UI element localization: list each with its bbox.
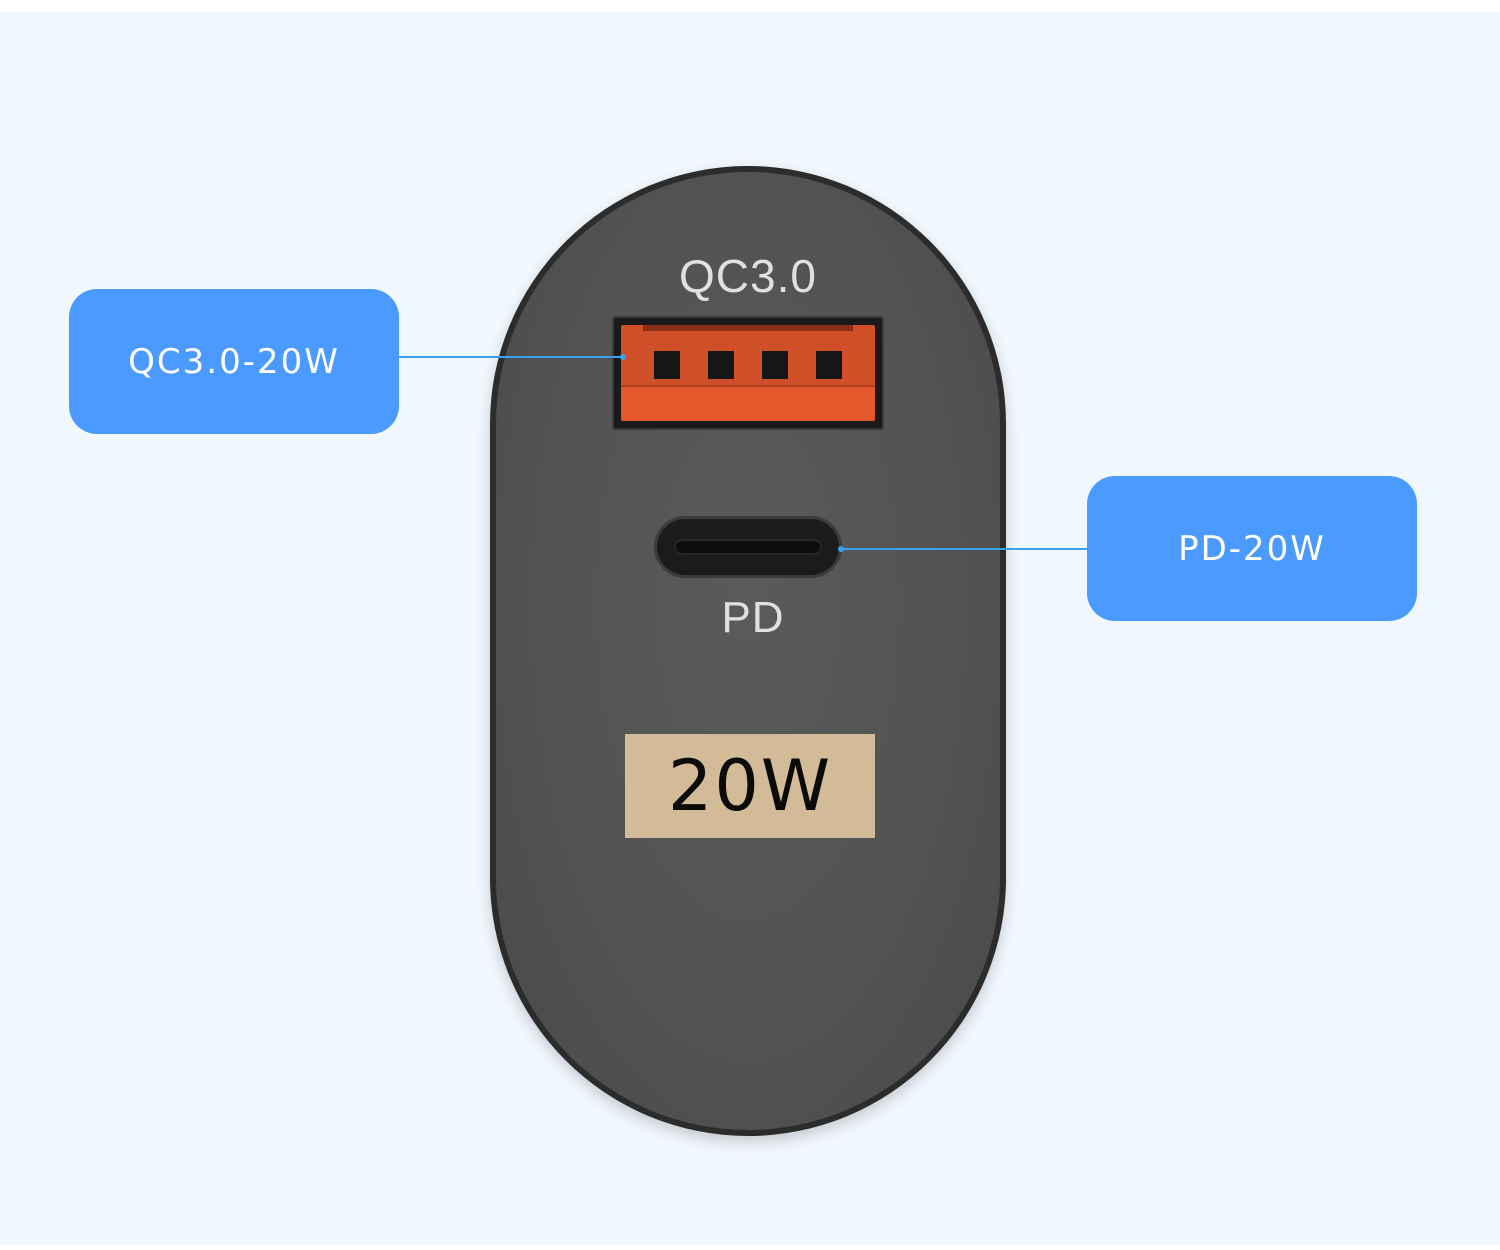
usb-a-tongue bbox=[621, 385, 875, 421]
usb-a-leader-end bbox=[620, 354, 626, 360]
pd-callout[interactable]: PD-20W bbox=[1087, 476, 1417, 621]
qc-callout-label: QC3.0-20W bbox=[128, 341, 340, 382]
usb-a-pin bbox=[816, 351, 842, 379]
usb-c-tongue bbox=[676, 541, 820, 553]
charger-body bbox=[490, 166, 1006, 1136]
usb-a-leader-line bbox=[399, 356, 623, 358]
usb-a-pin bbox=[762, 351, 788, 379]
pd-callout-label: PD-20W bbox=[1178, 528, 1326, 569]
qc-callout[interactable]: QC3.0-20W bbox=[69, 289, 399, 434]
usb-a-slot bbox=[643, 325, 853, 331]
wattage-badge: 20W bbox=[625, 734, 875, 838]
usb-c-leader-end bbox=[838, 546, 844, 552]
usb-c-port bbox=[654, 516, 842, 578]
usb-a-port-label: QC3.0 bbox=[679, 250, 817, 302]
usb-a-pin bbox=[708, 351, 734, 379]
usb-c-leader-line bbox=[840, 548, 1087, 550]
usb-a-pin bbox=[654, 351, 680, 379]
usb-a-insert bbox=[621, 325, 875, 421]
usb-a-port bbox=[612, 316, 884, 430]
usb-c-port-label: PD bbox=[721, 593, 785, 642]
